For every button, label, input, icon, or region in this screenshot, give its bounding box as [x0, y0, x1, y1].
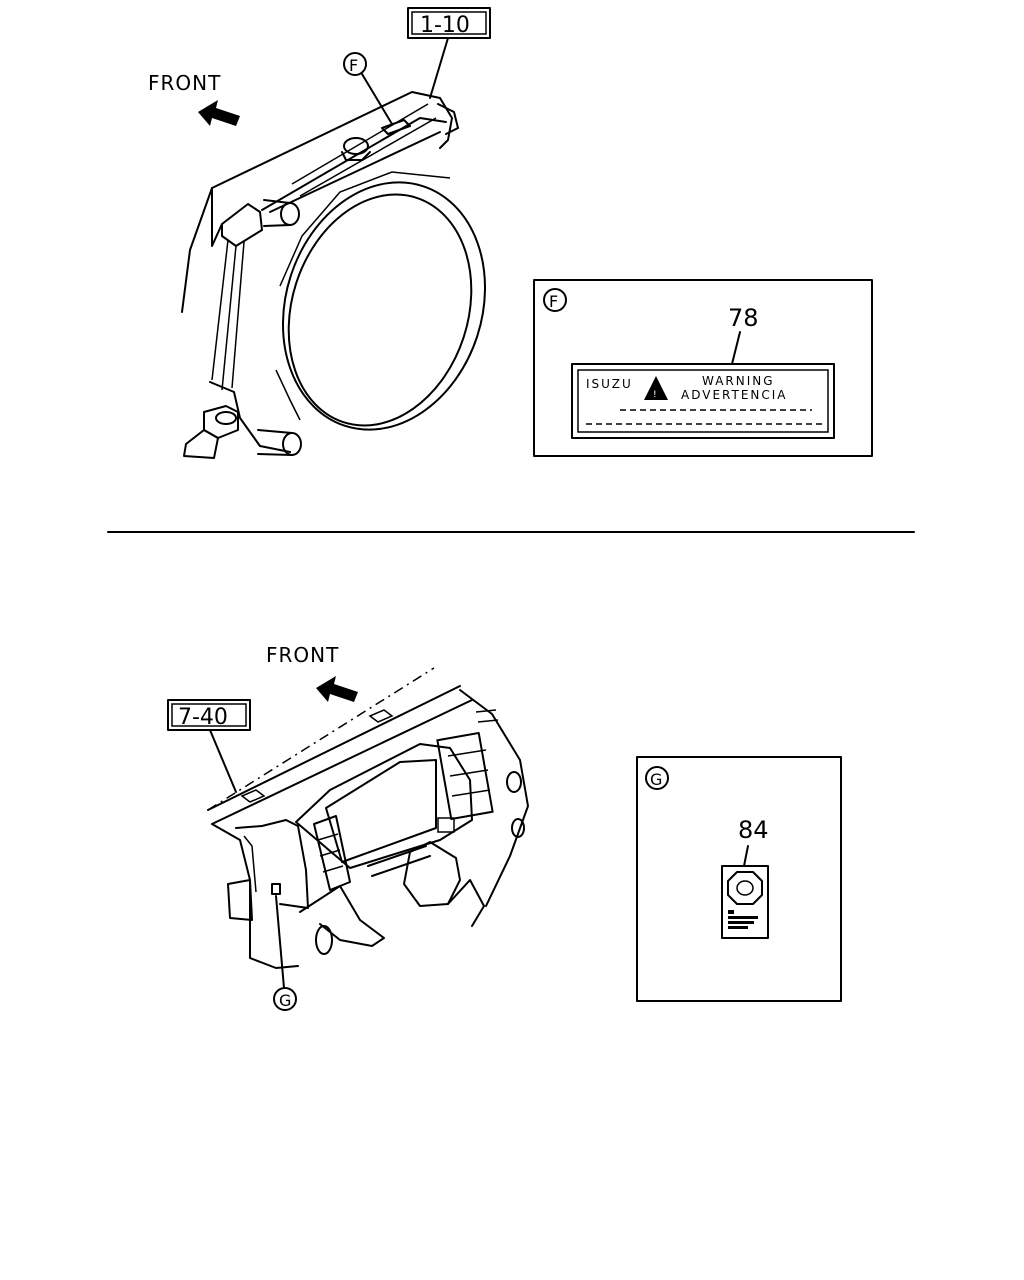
- pillar-trim: [243, 835, 257, 893]
- right-vent: [506, 771, 522, 793]
- dash-vent-center: [368, 709, 394, 723]
- callout-f-letter: F: [349, 56, 358, 75]
- part-number-84[interactable]: 84: [738, 816, 769, 844]
- steering-column-cover: [403, 841, 461, 907]
- stop-octagon-center: [736, 880, 754, 896]
- front-label-top: FRONT: [148, 71, 221, 95]
- radiator-left-frame: [181, 187, 223, 313]
- lower-dash-right: [447, 879, 485, 927]
- left-side-panel: [211, 823, 299, 969]
- detail-box-g-frame: [636, 756, 842, 1002]
- left-pillar-panel: [235, 819, 309, 909]
- callout-g-leader: [275, 895, 285, 989]
- detail-box-f-frame: [533, 279, 873, 457]
- label-location-g: [271, 883, 281, 895]
- radiator-cap-base: [341, 151, 371, 161]
- shroud-clip: [437, 103, 459, 135]
- part-78-leader: [731, 331, 741, 365]
- ref-box-1-10-inner: [411, 11, 487, 35]
- dash-vent-left: [240, 789, 266, 803]
- front-arrow-bottom-icon: [316, 676, 358, 702]
- label-84-mark-3: [728, 921, 754, 924]
- side-bracket: [227, 879, 253, 921]
- hazard-switch: [437, 817, 455, 833]
- lower-hose-pipe: [257, 429, 293, 456]
- instrument-panel-drawing: FRONT 7-40: [167, 643, 529, 1011]
- left-switch-panel: [313, 815, 351, 891]
- detail-g-letter: G: [650, 770, 662, 789]
- lower-vent: [315, 925, 333, 955]
- radiator-tank-left: [221, 203, 263, 247]
- ref-box-7-40-label: 7-40: [178, 705, 228, 730]
- warning-label-line1: WARNING: [702, 374, 775, 388]
- drain-plug: [215, 411, 237, 425]
- warning-triangle-mark: !: [653, 390, 657, 400]
- right-switch-panel: [436, 731, 494, 821]
- label-84-mark-4: [728, 926, 748, 929]
- right-knob: [511, 818, 525, 838]
- fan-shroud-outer-ring: [281, 181, 487, 431]
- shroud-lower-rim: [275, 369, 301, 421]
- warning-label-brand: ISUZU: [586, 377, 633, 391]
- front-arrow-top-icon: [198, 100, 240, 126]
- callout-g-letter: G: [279, 991, 291, 1010]
- warning-label-line2: ADVERTENCIA: [681, 388, 788, 402]
- label-84-mark-1: [728, 910, 734, 914]
- radiator-cap[interactable]: [343, 137, 369, 155]
- ref-line-7-40: [209, 729, 237, 793]
- stop-octagon-icon: [727, 871, 763, 905]
- instrument-cluster-screen: [325, 759, 437, 863]
- warning-label-inner: [577, 369, 829, 433]
- radiator-assembly-drawing: FRONT 1-10 F: [148, 7, 491, 459]
- upper-hose-outlet: [280, 202, 300, 226]
- lower-dash-left: [299, 885, 385, 947]
- callout-f-leader: [361, 73, 393, 125]
- ref-box-7-40-inner: [171, 703, 247, 727]
- radiator-core-lines: [211, 239, 245, 391]
- fan-shroud-inner-ring: [287, 193, 473, 427]
- left-switch-lines: [317, 833, 344, 873]
- part-84-leader: [743, 845, 749, 867]
- ref-line-1-10: [429, 37, 449, 99]
- radiator-tank-top-lines: [291, 103, 437, 197]
- ref-box-1-10-label: 1-10: [420, 13, 470, 38]
- front-label-bottom: FRONT: [266, 643, 339, 667]
- callout-circle-f[interactable]: [343, 52, 367, 76]
- right-switch-lines: [447, 749, 491, 797]
- radiator-lower-frame: [209, 381, 291, 453]
- radiator-top-plate: [261, 117, 447, 213]
- lower-bracket: [183, 429, 219, 459]
- dash-top-centerline: [207, 667, 435, 811]
- detail-box-g: G 84: [636, 756, 842, 1002]
- label-84[interactable]: [721, 865, 769, 939]
- lower-hose-outlet: [282, 432, 302, 456]
- detail-box-f: F 78 ISUZU ! WARNING ADVERTENCIA: [533, 279, 873, 457]
- detail-f-circle: [543, 288, 567, 312]
- radiator-top-edge: [211, 91, 453, 189]
- warning-triangle-icon: [644, 376, 668, 400]
- label-84-mark-2: [728, 916, 758, 919]
- part-number-78[interactable]: 78: [728, 304, 759, 332]
- callout-circle-g[interactable]: [273, 987, 297, 1011]
- warning-label-outer[interactable]: [571, 363, 835, 439]
- dash-right-edge: [459, 689, 529, 907]
- shroud-rim-line: [279, 171, 451, 287]
- dash-top-edge: [207, 685, 473, 825]
- detail-g-circle: [645, 766, 669, 790]
- instrument-cluster-hood: [295, 743, 473, 869]
- upper-hose-pipe: [263, 199, 291, 227]
- column-lines: [367, 845, 431, 877]
- dash-trim-lines: [475, 709, 499, 723]
- detail-f-letter: F: [549, 292, 558, 311]
